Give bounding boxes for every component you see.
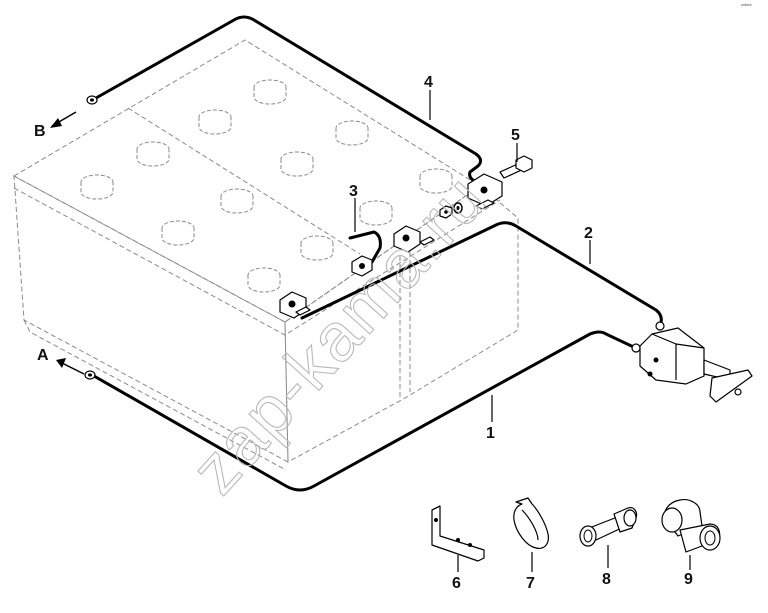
boot-9 [661,499,721,553]
cap [335,120,369,146]
callout-6: 6 [452,575,461,592]
clamp-7 [513,497,549,549]
battery-switch [631,321,753,403]
battery-bottom-edge [23,319,287,471]
callout-4: 4 [424,74,433,91]
cable-2 [300,221,663,328]
terminal-clamp-right [467,173,503,210]
ref-label-a: A [37,347,49,364]
cap [198,109,232,135]
terminal-clamp-middle-1 [351,255,373,277]
washer [453,202,463,214]
terminal-clamp-left [279,291,311,319]
ring-terminal-a [84,370,96,380]
cable-1 [92,330,642,492]
callout-8: 8 [602,571,611,588]
terminal-clamp-middle-2 [393,225,435,253]
callout-2: 2 [584,225,593,242]
callout-7: 7 [526,575,535,592]
bolt-5 [499,155,533,179]
callout-5: 5 [511,127,520,144]
cap [359,200,393,226]
cap [161,220,195,246]
callout-1: 1 [486,425,495,442]
ref-arrow-b [50,111,77,128]
ring-terminal-b [86,95,98,105]
bracket-6 [431,505,485,562]
boot-8 [579,507,638,547]
battery-cell-caps [80,79,453,293]
battery-left-face [13,175,289,463]
cable-4 [94,15,484,188]
cable-3 [348,230,382,264]
cap [253,79,287,105]
battery-right-face [284,185,519,463]
cap [300,235,334,261]
leader-lines [354,90,691,572]
cap [80,174,114,200]
cap [419,168,453,194]
cap [220,188,254,214]
watermark-text: zap-kama.ru [177,160,501,508]
cap [247,267,281,293]
ref-arrow-a [56,358,85,375]
cap [136,141,170,167]
callout-9: 9 [684,571,693,588]
cap [280,151,314,177]
battery-top-seam [127,107,361,255]
callout-3: 3 [349,183,358,200]
ref-label-b: B [34,123,46,140]
battery-rim-line [13,187,501,336]
nut [439,205,453,219]
corner-mark: ᵃᵈˢᵏᵏᵏ [741,3,752,9]
